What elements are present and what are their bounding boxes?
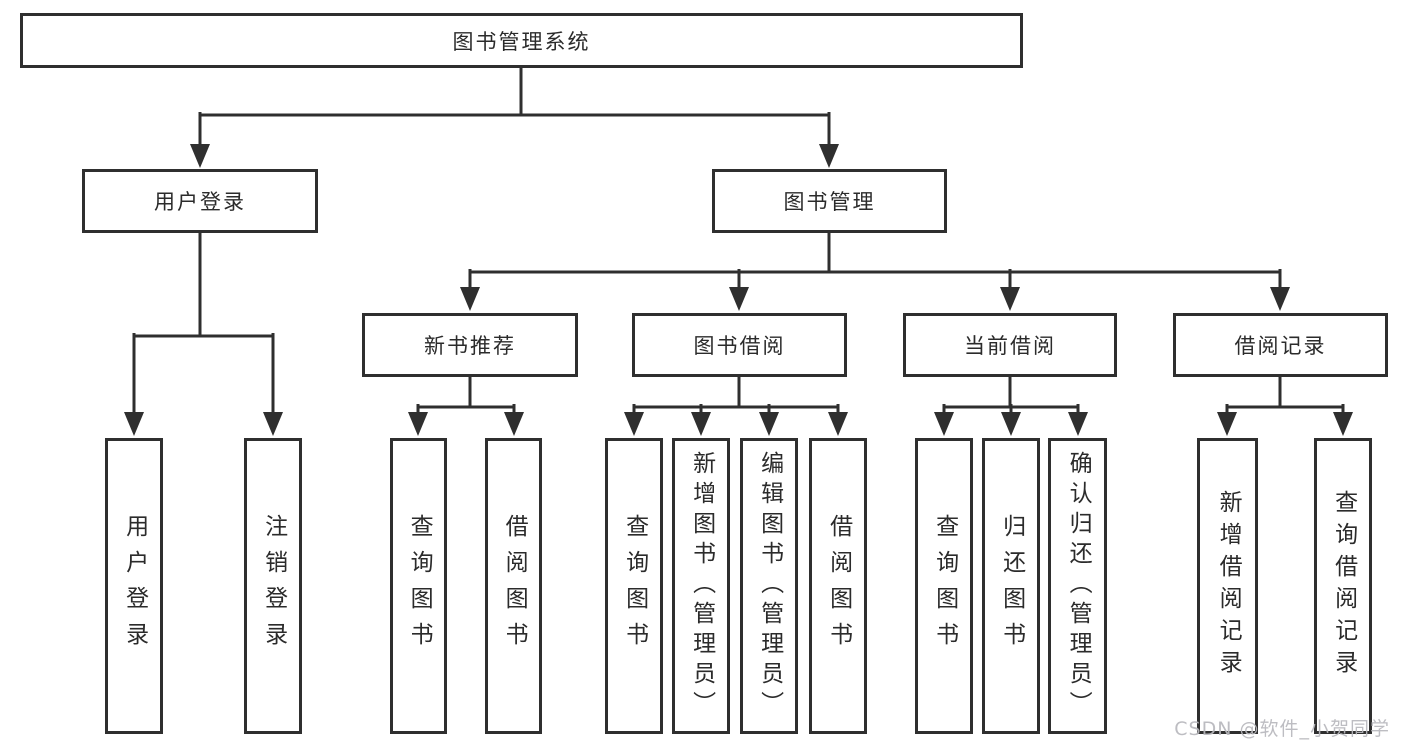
leaf-label: 归还图书 [998,514,1025,658]
leaf-label: 借阅图书 [501,514,528,658]
node-library-management-system: 图书管理系统 [20,13,1023,68]
leaf-borrowing-query-books: 查询图书 [605,438,663,734]
leaf-label: 注销登录 [260,514,287,658]
leaf-user-login: 用户登录 [105,438,163,734]
leaf-current-return-books: 归还图书 [982,438,1040,734]
leaf-label: 查询图书 [621,514,648,658]
leaf-current-query-books: 查询图书 [915,438,973,734]
leaf-newbook-query-books: 查询图书 [390,438,447,734]
leaf-label: 查询图书 [406,514,433,658]
node-book-management: 图书管理 [712,169,947,233]
node-label: 图书借阅 [693,334,786,358]
leaf-label: 新增图书（管理员） [688,451,715,721]
leaf-label: 新增借阅记录 [1215,490,1242,682]
node-label: 图书管理 [783,190,876,214]
leaf-label: 编辑图书（管理员） [756,451,783,721]
node-borrowing-records: 借阅记录 [1173,313,1388,377]
watermark: CSDN @软件_小贺同学 [1174,718,1390,740]
node-book-borrowing: 图书借阅 [632,313,847,377]
leaf-records-query-record: 查询借阅记录 [1314,438,1372,734]
node-label: 用户登录 [154,190,246,214]
leaf-newbook-borrow-books: 借阅图书 [485,438,542,734]
node-new-book-recommendation: 新书推荐 [362,313,578,377]
leaf-label: 确认归还（管理员） [1065,451,1092,721]
leaf-borrowing-borrow-books: 借阅图书 [809,438,867,734]
leaf-label: 查询图书 [931,514,958,658]
node-current-borrowing: 当前借阅 [903,313,1117,377]
arrowheads [124,144,1353,436]
node-label: 新书推荐 [424,334,516,358]
node-user-login: 用户登录 [82,169,318,233]
node-label: 当前借阅 [964,334,1056,358]
node-label: 图书管理系统 [452,29,591,54]
leaf-records-add-record: 新增借阅记录 [1197,438,1258,734]
leaf-label: 用户登录 [121,514,148,658]
leaf-label: 查询借阅记录 [1330,490,1357,682]
leaf-borrowing-edit-books-admin: 编辑图书（管理员） [740,438,798,734]
leaf-label: 借阅图书 [825,514,852,658]
leaf-current-confirm-return-admin: 确认归还（管理员） [1048,438,1107,734]
leaf-logout-login: 注销登录 [244,438,302,734]
leaf-borrowing-add-books-admin: 新增图书（管理员） [672,438,730,734]
node-label: 借阅记录 [1234,334,1327,358]
